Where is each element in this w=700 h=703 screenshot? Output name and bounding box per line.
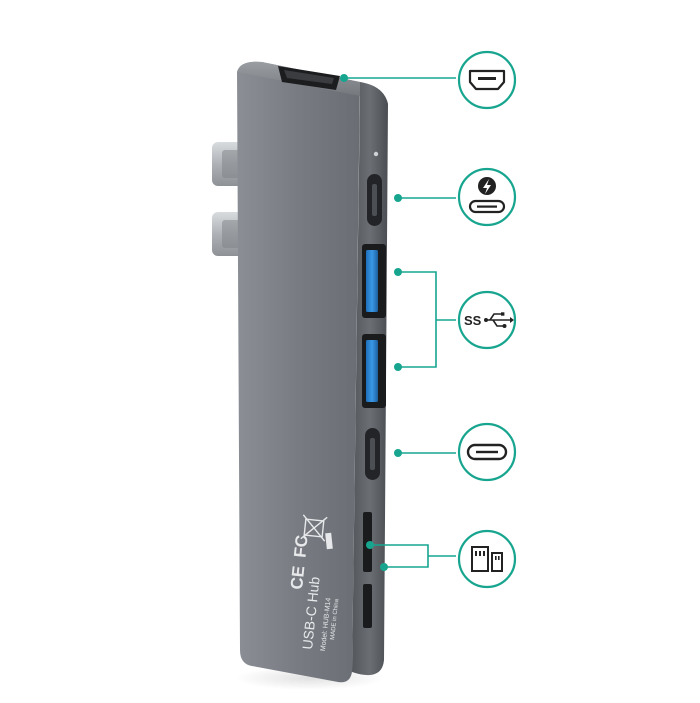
ss-text: SS bbox=[464, 313, 482, 328]
hdmi-port bbox=[278, 66, 340, 90]
fcc-mark: FC bbox=[290, 534, 311, 559]
usb3-port-2 bbox=[362, 334, 386, 408]
microsd-card-slot bbox=[363, 584, 372, 628]
usb3-port-1 bbox=[362, 244, 386, 318]
cert-marks: CE FC bbox=[287, 534, 312, 590]
thunderbolt-port bbox=[367, 174, 382, 226]
label-title: USB-C Hub bbox=[299, 576, 323, 651]
hub-front-face bbox=[237, 61, 360, 683]
made-in-label: MADE in China bbox=[330, 598, 340, 640]
hdmi-icon bbox=[457, 50, 517, 110]
underline-bar bbox=[325, 532, 333, 550]
usb-c-icon bbox=[457, 422, 517, 482]
superspeed-usb-icon: SS bbox=[457, 290, 517, 350]
weee-bin-icon bbox=[300, 514, 328, 542]
usb-trident-icon bbox=[484, 312, 514, 328]
usb-c-port bbox=[365, 428, 380, 480]
thunderbolt-usb-c-icon bbox=[457, 167, 517, 227]
callout-dots bbox=[340, 74, 402, 571]
ce-mark: CE bbox=[287, 565, 308, 590]
callout-bracket-usb3 bbox=[398, 271, 437, 368]
callout-lines bbox=[344, 77, 456, 568]
label-made-in: MADE in China bbox=[330, 598, 340, 640]
status-led bbox=[373, 151, 379, 157]
sd-microsd-icon bbox=[457, 529, 517, 589]
